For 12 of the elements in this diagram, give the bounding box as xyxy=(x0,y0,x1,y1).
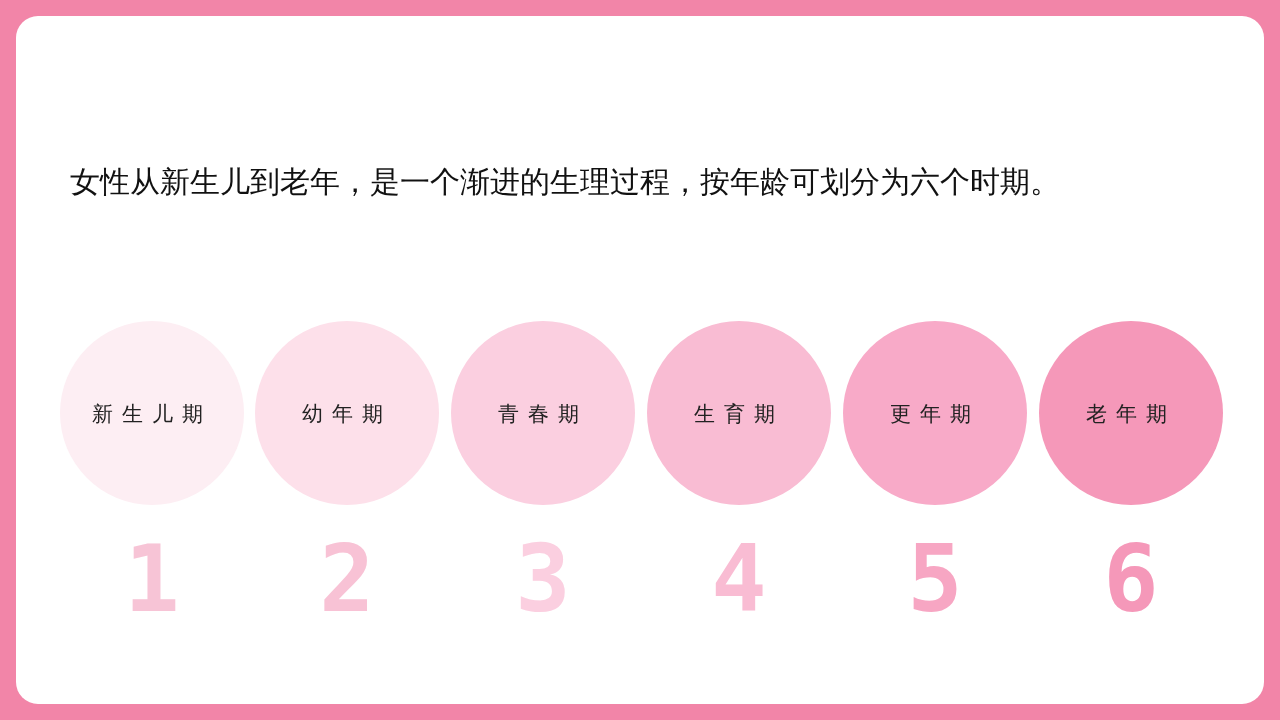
stage-number: 4 xyxy=(710,534,768,626)
stage-label: 生育期 xyxy=(693,401,785,428)
title: 女性从新生儿到老年，是一个渐进的生理过程，按年龄可划分为六个时期。 xyxy=(70,163,1061,201)
stage-number: 5 xyxy=(906,534,964,626)
stage-number: 2 xyxy=(318,534,376,626)
stage-label: 幼年期 xyxy=(301,401,393,428)
stage-label: 更年期 xyxy=(889,401,981,428)
stage-label: 青春期 xyxy=(497,401,589,428)
stage-number: 1 xyxy=(123,534,181,626)
stage-label: 新生儿期 xyxy=(91,401,213,428)
stage-label: 老年期 xyxy=(1085,401,1177,428)
stage-number: 6 xyxy=(1102,534,1160,626)
